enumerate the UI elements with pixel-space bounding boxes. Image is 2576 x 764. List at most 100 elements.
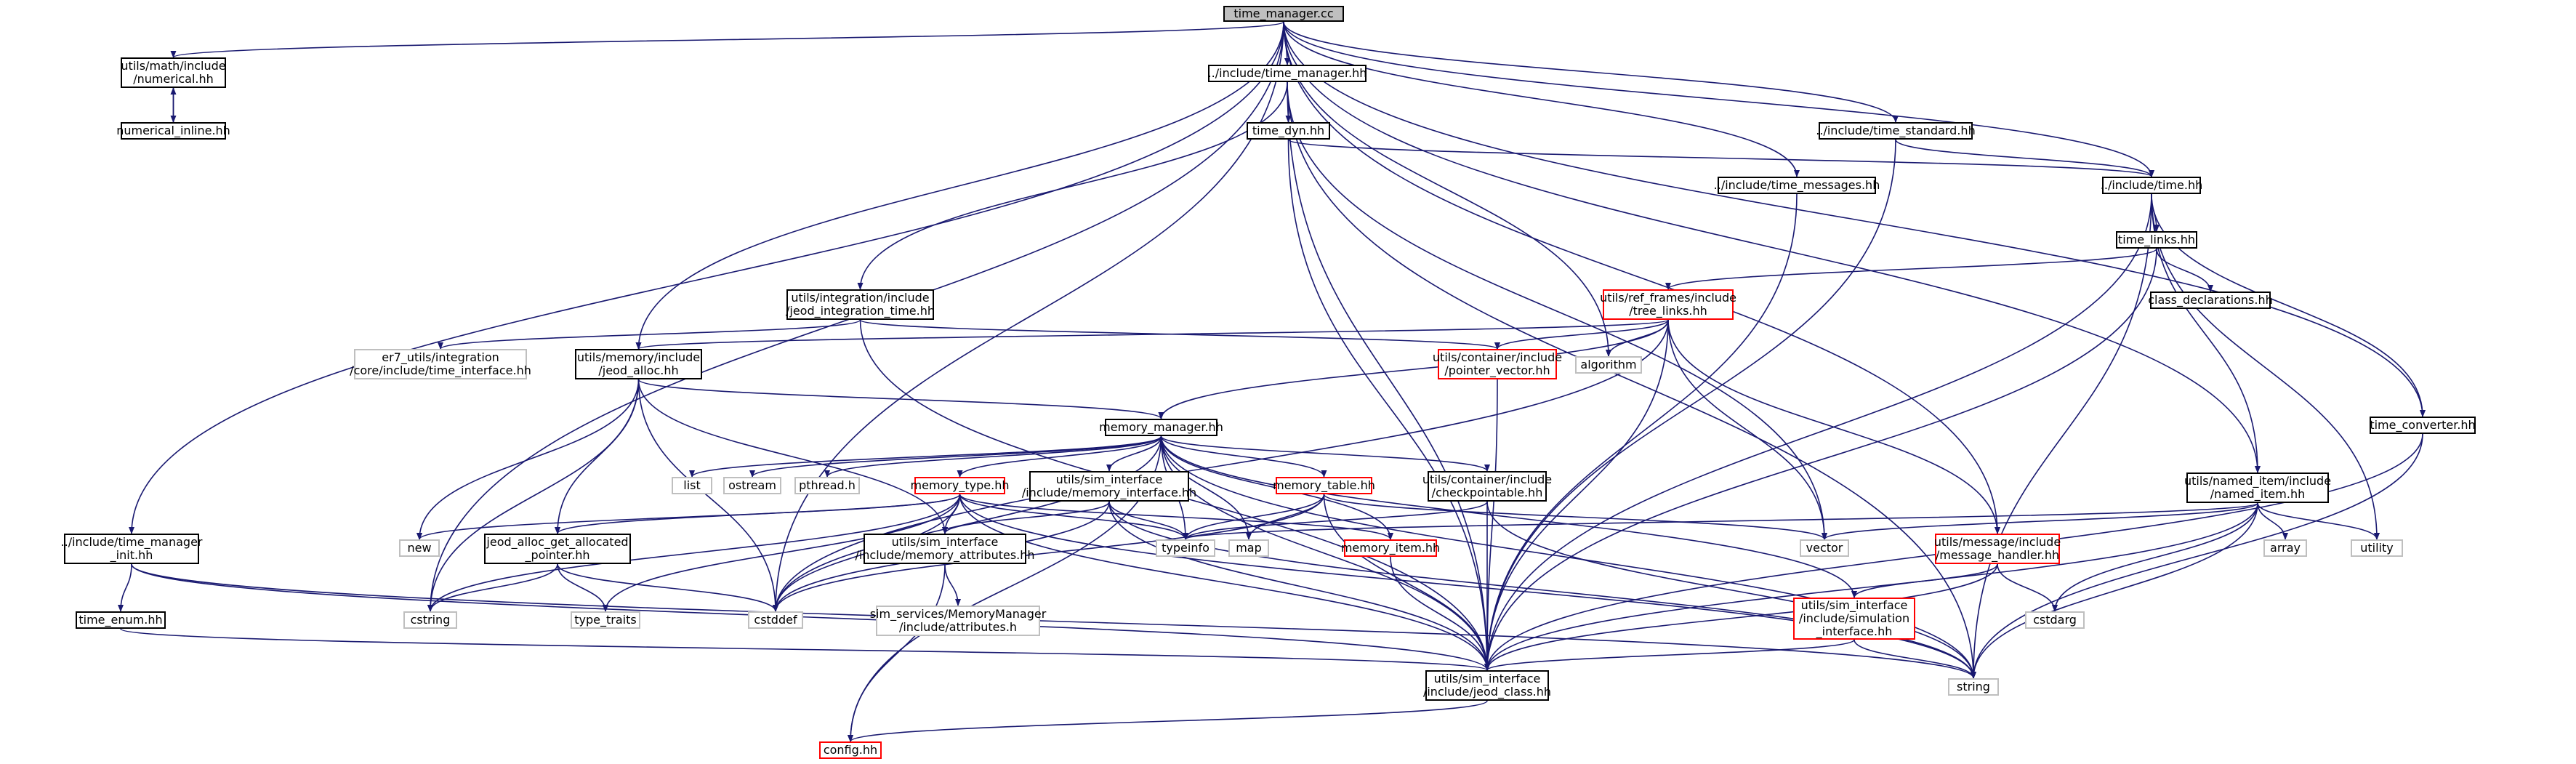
node-time-converter-hh[interactable]: time_converter.hh bbox=[2370, 417, 2476, 434]
edge-jeod_alloc_hh-to-cstring bbox=[427, 379, 640, 612]
edge-memory_manager_hh-to-ostream bbox=[749, 435, 1162, 478]
edge-time_manager_cc-to-numerical_hh bbox=[171, 21, 1284, 58]
edge-tree_links_hh-to-pointer_vector_hh bbox=[1494, 319, 1669, 350]
node-time-messages-hh[interactable]: ../include/time_messages.hh bbox=[1714, 177, 1880, 194]
edge-time_manager_cc-to-algorithm bbox=[1283, 21, 1611, 357]
node-map[interactable]: map bbox=[1228, 539, 1269, 557]
node-time-manager-init-hh[interactable]: ../include/time_manager _init.hh bbox=[61, 534, 203, 564]
node-pthread-h[interactable]: pthread.h bbox=[794, 477, 860, 494]
edge-time_standard_hh-to-jeod_class_hh bbox=[1484, 139, 1896, 671]
edge-memory_table_hh-to-typeinfo bbox=[1183, 494, 1325, 540]
node-time-manager-cc[interactable]: time_manager.cc bbox=[1223, 6, 1344, 22]
edge-memory_type_hh-to-jeod_class_hh bbox=[959, 494, 1490, 671]
edge-memory_type_hh-to-jeod_alloc_get_allocated_pointer_hh bbox=[555, 494, 961, 534]
edge-time_manager_cc-to-time_messages_hh bbox=[1283, 21, 1800, 177]
node-ostream[interactable]: ostream bbox=[723, 477, 781, 494]
edge-message_handler_hh-to-jeod_class_hh bbox=[1484, 563, 1998, 671]
edge-named_item_hh-to-vector bbox=[1822, 502, 2258, 540]
node-time-manager-hh[interactable]: ../include/time_manager.hh bbox=[1208, 65, 1367, 82]
node-array[interactable]: array bbox=[2263, 539, 2307, 557]
node-time-hh[interactable]: ../include/time.hh bbox=[2101, 177, 2202, 194]
node-vector[interactable]: vector bbox=[1800, 539, 1849, 557]
edge-jeod_alloc_get_allocated_pointer_hh-to-cstring bbox=[427, 563, 558, 612]
edge-time_manager_init_hh-to-jeod_class_hh bbox=[131, 563, 1490, 671]
node-numerical-hh[interactable]: utils/math/include /numerical.hh bbox=[121, 57, 226, 88]
node-memory-manager-hh[interactable]: memory_manager.hh bbox=[1099, 419, 1223, 436]
edge-time_links_hh-to-class_declarations_hh bbox=[2156, 248, 2213, 292]
edge-memory_table_hh-to-vector bbox=[1323, 494, 1827, 540]
node-message-handler-hh[interactable]: utils/message/include /message_handler.h… bbox=[1934, 534, 2061, 564]
edge-time_enum_hh-to-jeod_class_hh bbox=[120, 628, 1490, 671]
node-new[interactable]: new bbox=[399, 539, 440, 557]
edge-memory_manager_hh-to-cstddef bbox=[773, 435, 1162, 612]
node-config-hh[interactable]: config.hh bbox=[819, 741, 882, 759]
node-time-dyn-hh[interactable]: time_dyn.hh bbox=[1247, 122, 1330, 140]
node-sim-attributes-h[interactable]: sim_services/MemoryManager /include/attr… bbox=[870, 606, 1046, 636]
edge-time_manager_cc-to-time_converter_hh bbox=[1283, 21, 2426, 417]
edge-memory_interface_hh-to-jeod_class_hh bbox=[1108, 501, 1490, 671]
edge-checkpointable_hh-to-string bbox=[1486, 501, 1976, 679]
edge-tree_links_hh-to-memory_manager_hh bbox=[1158, 319, 1669, 419]
edge-memory_type_hh-to-type_traits bbox=[603, 494, 961, 612]
edge-jeod_alloc_hh-to-cstddef bbox=[637, 379, 778, 612]
edge-message_handler_hh-to-simulation_interface_hh bbox=[1851, 563, 1998, 598]
edge-memory_type_hh-to-string bbox=[959, 494, 1976, 679]
node-jeod-class-hh[interactable]: utils/sim_interface /include/jeod_class.… bbox=[1423, 670, 1551, 701]
edge-memory_manager_hh-to-checkpointable_hh bbox=[1160, 435, 1490, 472]
edge-memory_manager_hh-to-memory_table_hh bbox=[1160, 435, 1327, 478]
edge-jeod_integration_time_hh-to-er7_time_interface_hh bbox=[438, 319, 861, 350]
node-typeinfo[interactable]: typeinfo bbox=[1156, 539, 1215, 557]
node-memory-interface-hh[interactable]: utils/sim_interface /include/memory_inte… bbox=[1022, 471, 1196, 502]
node-time-enum-hh[interactable]: time_enum.hh bbox=[76, 611, 166, 629]
edge-time_manager_hh-to-jeod_class_hh bbox=[1287, 81, 1490, 671]
node-named-item-hh[interactable]: utils/named_item/include /named_item.hh bbox=[2184, 473, 2331, 503]
node-memory-attributes-hh[interactable]: utils/sim_interface /include/memory_attr… bbox=[855, 534, 1035, 564]
node-er7-time-interface-hh[interactable]: er7_utils/integration /core/include/time… bbox=[350, 349, 531, 379]
edge-memory_type_hh-to-typeinfo bbox=[959, 494, 1188, 540]
edge-memory_manager_hh-to-string bbox=[1160, 435, 1976, 679]
node-cstddef[interactable]: cstddef bbox=[748, 611, 803, 629]
node-time-links-hh[interactable]: time_links.hh bbox=[2116, 231, 2197, 249]
edge-checkpointable_hh-to-typeinfo bbox=[1183, 501, 1488, 540]
node-memory-type-hh[interactable]: memory_type.hh bbox=[911, 477, 1009, 494]
node-simulation-interface-hh[interactable]: utils/sim_interface /include/simulation … bbox=[1793, 598, 1915, 640]
edge-time_hh-to-jeod_class_hh bbox=[1484, 193, 2152, 671]
edge-memory_type_hh-to-memory_item_hh bbox=[959, 494, 1393, 540]
edge-message_handler_hh-to-cstdarg bbox=[1997, 563, 2058, 612]
edge-named_item_hh-to-utility bbox=[2257, 502, 2380, 540]
node-list[interactable]: list bbox=[672, 477, 712, 494]
node-time-standard-hh[interactable]: ../include/time_standard.hh bbox=[1816, 122, 1976, 140]
node-type-traits[interactable]: type_traits bbox=[571, 611, 640, 629]
edge-time_hh-to-string bbox=[1971, 193, 2152, 679]
edge-jeod_alloc_get_allocated_pointer_hh-to-cstddef bbox=[557, 563, 778, 612]
edge-jeod_alloc_hh-to-memory_attributes_hh bbox=[637, 379, 948, 534]
node-cstdarg[interactable]: cstdarg bbox=[2025, 611, 2085, 629]
node-checkpointable-hh[interactable]: utils/container/include /checkpointable.… bbox=[1422, 471, 1552, 502]
edge-memory_manager_hh-to-pthread_h bbox=[824, 435, 1162, 478]
edge-time_manager_init_hh-to-string bbox=[131, 563, 1976, 679]
edge-named_item_hh-to-cstdarg bbox=[2052, 502, 2258, 612]
edge-memory_manager_hh-to-memory_interface_hh bbox=[1106, 435, 1162, 472]
edge-tree_links_hh-to-jeod_class_hh bbox=[1484, 319, 1669, 671]
node-jeod-integration-time-hh[interactable]: utils/integration/include /jeod_integrat… bbox=[786, 289, 935, 320]
edge-time_manager_init_hh-to-time_enum_hh bbox=[118, 563, 132, 612]
edge-tree_links_hh-to-cstddef bbox=[773, 319, 1669, 612]
node-jeod-alloc-get-allocated-pointer-hh[interactable]: jeod_alloc_get_allocated _pointer.hh bbox=[484, 534, 631, 564]
node-class-declarations-hh[interactable]: class_declarations.hh bbox=[2148, 291, 2273, 309]
node-algorithm[interactable]: algorithm bbox=[1575, 356, 1642, 374]
node-tree-links-hh[interactable]: utils/ref_frames/include /tree_links.hh bbox=[1600, 289, 1736, 320]
edge-memory_type_hh-to-cstring bbox=[427, 494, 961, 612]
edge-memory_interface_hh-to-typeinfo bbox=[1108, 501, 1188, 540]
node-jeod-alloc-hh[interactable]: utils/memory/include /jeod_alloc.hh bbox=[575, 349, 702, 379]
edge-time_converter_hh-to-string bbox=[1971, 433, 2423, 679]
node-numerical-inline-hh[interactable]: numerical_inline.hh bbox=[116, 122, 230, 140]
node-memory-item-hh[interactable]: memory_item.hh bbox=[1341, 539, 1440, 557]
edge-time_manager_hh-to-vector bbox=[1287, 81, 1827, 540]
edge-tree_links_hh-to-message_handler_hh bbox=[1667, 319, 2000, 534]
node-memory-table-hh[interactable]: memory_table.hh bbox=[1273, 477, 1375, 494]
edge-jeod_alloc_hh-to-new bbox=[416, 379, 640, 540]
node-string[interactable]: string bbox=[1948, 678, 1999, 696]
node-pointer-vector-hh[interactable]: utils/container/include /pointer_vector.… bbox=[1433, 349, 1562, 379]
node-cstring[interactable]: cstring bbox=[403, 611, 457, 629]
node-utility[interactable]: utility bbox=[2351, 539, 2403, 557]
